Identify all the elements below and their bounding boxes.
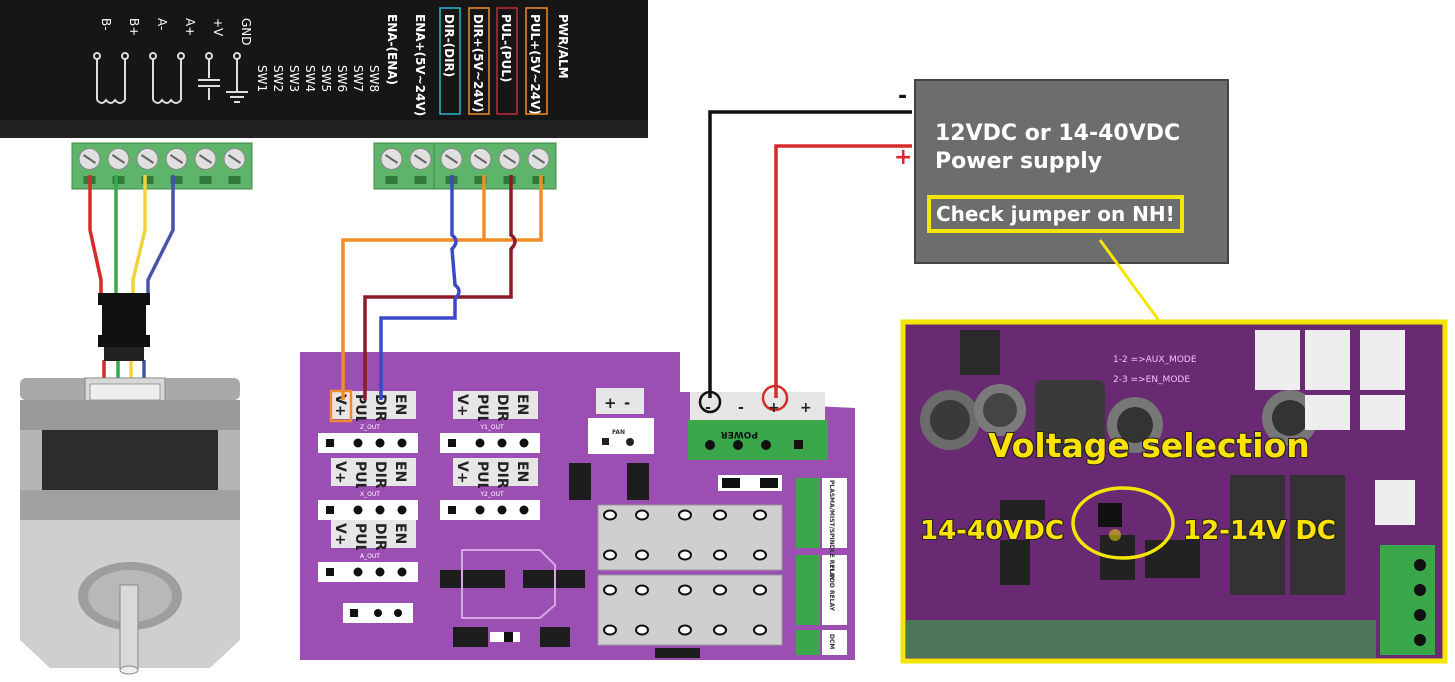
switch-label: SW7 — [351, 65, 365, 92]
power-pin-1: - — [705, 400, 711, 416]
power-pin-2: - — [738, 400, 744, 416]
axis-pin-label: V+ — [332, 394, 348, 417]
signal-terminal-block — [373, 142, 557, 190]
dcm-label: DCM — [828, 634, 835, 649]
axis-pin-label: PUL — [352, 394, 368, 425]
signal-terminal-label: DIR+(5V~24V) — [471, 14, 485, 112]
power-supply-label: 12VDC or 14-40VDC Power supply — [935, 120, 1180, 176]
stepper-motor — [20, 377, 240, 675]
power-label: POWER — [721, 429, 758, 439]
motor-connector — [98, 293, 150, 361]
axis-pin-label: DIR — [372, 394, 388, 422]
axis-pin-label: EN — [392, 394, 408, 415]
power-pin-3: + — [768, 400, 780, 416]
label-12-14vdc: 12-14V DC — [1183, 516, 1336, 546]
signal-terminal-label: PWR/ALM — [556, 14, 570, 79]
power-pin-4: + — [800, 400, 812, 416]
voltage-selection-label: Voltage selection — [988, 426, 1310, 465]
signal-terminal-label: ENA+(5V~24V) — [413, 14, 427, 116]
switch-label: SW4 — [303, 65, 317, 92]
axis-pin-label: V+ — [332, 461, 348, 484]
motor-terminal-label: A- — [155, 18, 169, 30]
axis-pin-label: V+ — [454, 394, 470, 417]
fan-plus: + — [604, 394, 617, 412]
signal-terminal-label: PUL-(PUL) — [499, 14, 513, 82]
axis-pin-label: EN — [514, 461, 530, 482]
axis-pin-label: EN — [392, 461, 408, 482]
switch-label: SW6 — [335, 65, 349, 92]
label-14-40vdc: 14-40VDC — [920, 516, 1064, 546]
jumper-warning: Check jumper on NH! — [927, 195, 1184, 233]
axis-out-label: X_OUT — [360, 491, 380, 498]
power-supply-line2: Power supply — [935, 149, 1103, 174]
axis-pin-label: EN — [514, 394, 530, 415]
axis-pin-label: V+ — [332, 523, 348, 546]
motor-terminal-block — [71, 142, 253, 190]
svg-text:2-3 =>EN_MODE: 2-3 =>EN_MODE — [1113, 375, 1190, 385]
axis-out-label: Z_OUT — [360, 424, 380, 431]
switch-label: SW1 — [255, 65, 269, 92]
signal-terminal-label: DIR-(DIR) — [442, 14, 456, 77]
axis-pin-label: DIR — [494, 394, 510, 422]
motor-terminal-label: B- — [99, 18, 113, 31]
power-supply-line1: 12VDC or 14-40VDC — [935, 121, 1181, 146]
pcb-photo — [900, 319, 1448, 664]
axis-pin-label: V+ — [454, 461, 470, 484]
axis-out-label: Y1_OUT — [479, 424, 504, 431]
motor-terminal-label: B+ — [127, 18, 141, 36]
pointer-line — [1098, 239, 1162, 323]
signal-wires — [341, 110, 912, 414]
axis-pin-label: DIR — [372, 523, 388, 551]
switch-label: SW3 — [287, 65, 301, 92]
motor-wires — [88, 175, 175, 380]
switch-label: SW5 — [319, 65, 333, 92]
motor-terminal-label: A+ — [183, 18, 197, 36]
axis-pin-label: PUL — [352, 523, 368, 554]
coil-symbols — [93, 52, 248, 104]
axis-pin-label: PUL — [474, 394, 490, 425]
fan-label: FAN — [612, 429, 625, 436]
svg-text:1-2 =>AUX_MODE: 1-2 =>AUX_MODE — [1113, 355, 1197, 365]
axis-pin-label: DIR — [494, 461, 510, 489]
axis-out-label: A_OUT — [360, 553, 380, 560]
relay-label-2: FLOOD RELAY — [828, 565, 835, 612]
motor-terminal-label: GND — [239, 18, 253, 46]
plus-sign: + — [894, 145, 913, 170]
minus-sign: - — [898, 84, 908, 109]
axis-pin-label: DIR — [372, 461, 388, 489]
switch-label: SW2 — [271, 65, 285, 92]
signal-terminal-label: PUL+(5V~24V) — [528, 14, 542, 115]
relay-label-1: PLASMA/MIST/SPINDLE RELAY — [828, 480, 835, 581]
motor-terminal-label: +V — [211, 18, 225, 37]
axis-pin-label: EN — [392, 523, 408, 544]
switch-label: SW8 — [367, 65, 381, 92]
axis-pin-label: PUL — [352, 461, 368, 492]
axis-pin-label: PUL — [474, 461, 490, 492]
signal-terminal-label: ENA-(ENA) — [385, 14, 399, 85]
axis-out-label: Y2_OUT — [479, 491, 504, 498]
fan-minus: - — [624, 394, 630, 412]
